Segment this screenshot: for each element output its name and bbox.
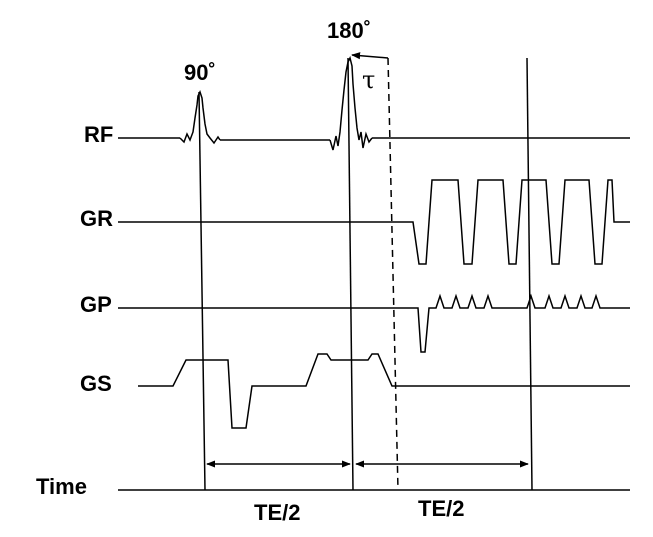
gp-phase-gradient — [118, 293, 630, 353]
row-label-rf: RF — [84, 122, 114, 147]
rf-180-pulse — [329, 55, 373, 151]
pulse-label-180: 180˚ — [327, 18, 372, 43]
row-label-gp: GP — [80, 292, 112, 317]
row-label-gr: GR — [80, 206, 113, 231]
row-label-gs: GS — [80, 371, 112, 396]
marker-180-center — [347, 57, 354, 491]
rf-90-pulse — [179, 90, 221, 145]
gr-readout-gradient — [118, 179, 630, 265]
marker-echo-center — [526, 57, 533, 491]
marker-tau-offset — [387, 57, 399, 491]
interval-label-first: TE/2 — [254, 500, 301, 525]
tau-arrow — [351, 52, 389, 60]
row-label-time: Time — [36, 474, 87, 499]
tau-label: τ — [362, 66, 376, 94]
pulse-label-90: 90˚ — [184, 60, 216, 85]
interval-label-second: TE/2 — [418, 496, 465, 521]
gs-slice-gradient — [138, 353, 630, 429]
marker-90-center — [198, 91, 206, 491]
